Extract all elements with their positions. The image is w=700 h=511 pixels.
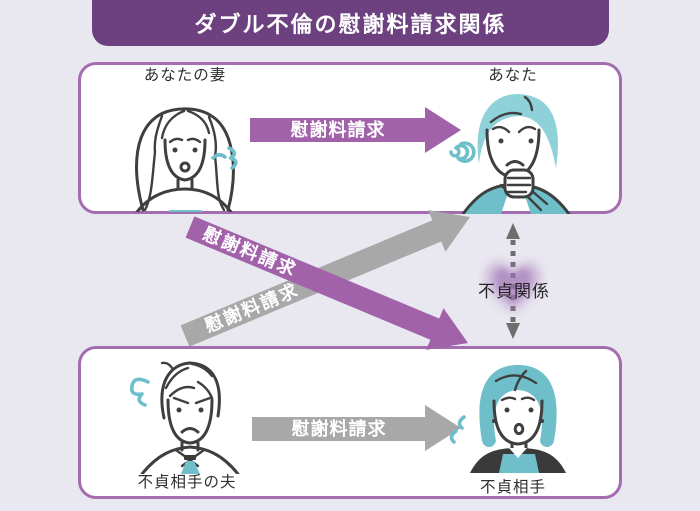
claim-arrow-wife-to-you (250, 118, 426, 142)
claim-arrow-husband-to-you-label: 慰謝料請求 (201, 279, 303, 337)
page-title: ダブル不倫の慰謝料請求関係 (194, 12, 507, 37)
wife-illustration (135, 107, 238, 212)
partner-husband-label: 不貞相手の夫 (137, 474, 237, 491)
partner-illustration (449, 365, 566, 473)
sweat-drops-icon (449, 415, 466, 444)
sigh-squiggle-icon (211, 146, 238, 170)
partner-husband-illustration (129, 361, 240, 474)
claim-arrow-husband-to-partner (252, 417, 426, 441)
dizzy-spiral-icon (449, 141, 476, 163)
claim-arrow-wife-to-you-head (425, 107, 461, 153)
heart-glow-icon (485, 262, 541, 312)
partner-label: 不貞相手 (479, 479, 546, 496)
huff-steam-icon (129, 377, 150, 407)
claim-arrow-husband-to-partner-label: 慰謝料請求 (291, 419, 387, 439)
claim-arrow-wife-to-you-label: 慰謝料請求 (290, 120, 386, 140)
title-bar: ダブル不倫の慰謝料請求関係 (92, 0, 609, 46)
wife-label: あなたの妻 (143, 67, 227, 84)
you-label: あなた (488, 67, 538, 84)
you-illustration (449, 93, 571, 214)
adultery-relation-label: 不貞関係 (478, 282, 550, 301)
